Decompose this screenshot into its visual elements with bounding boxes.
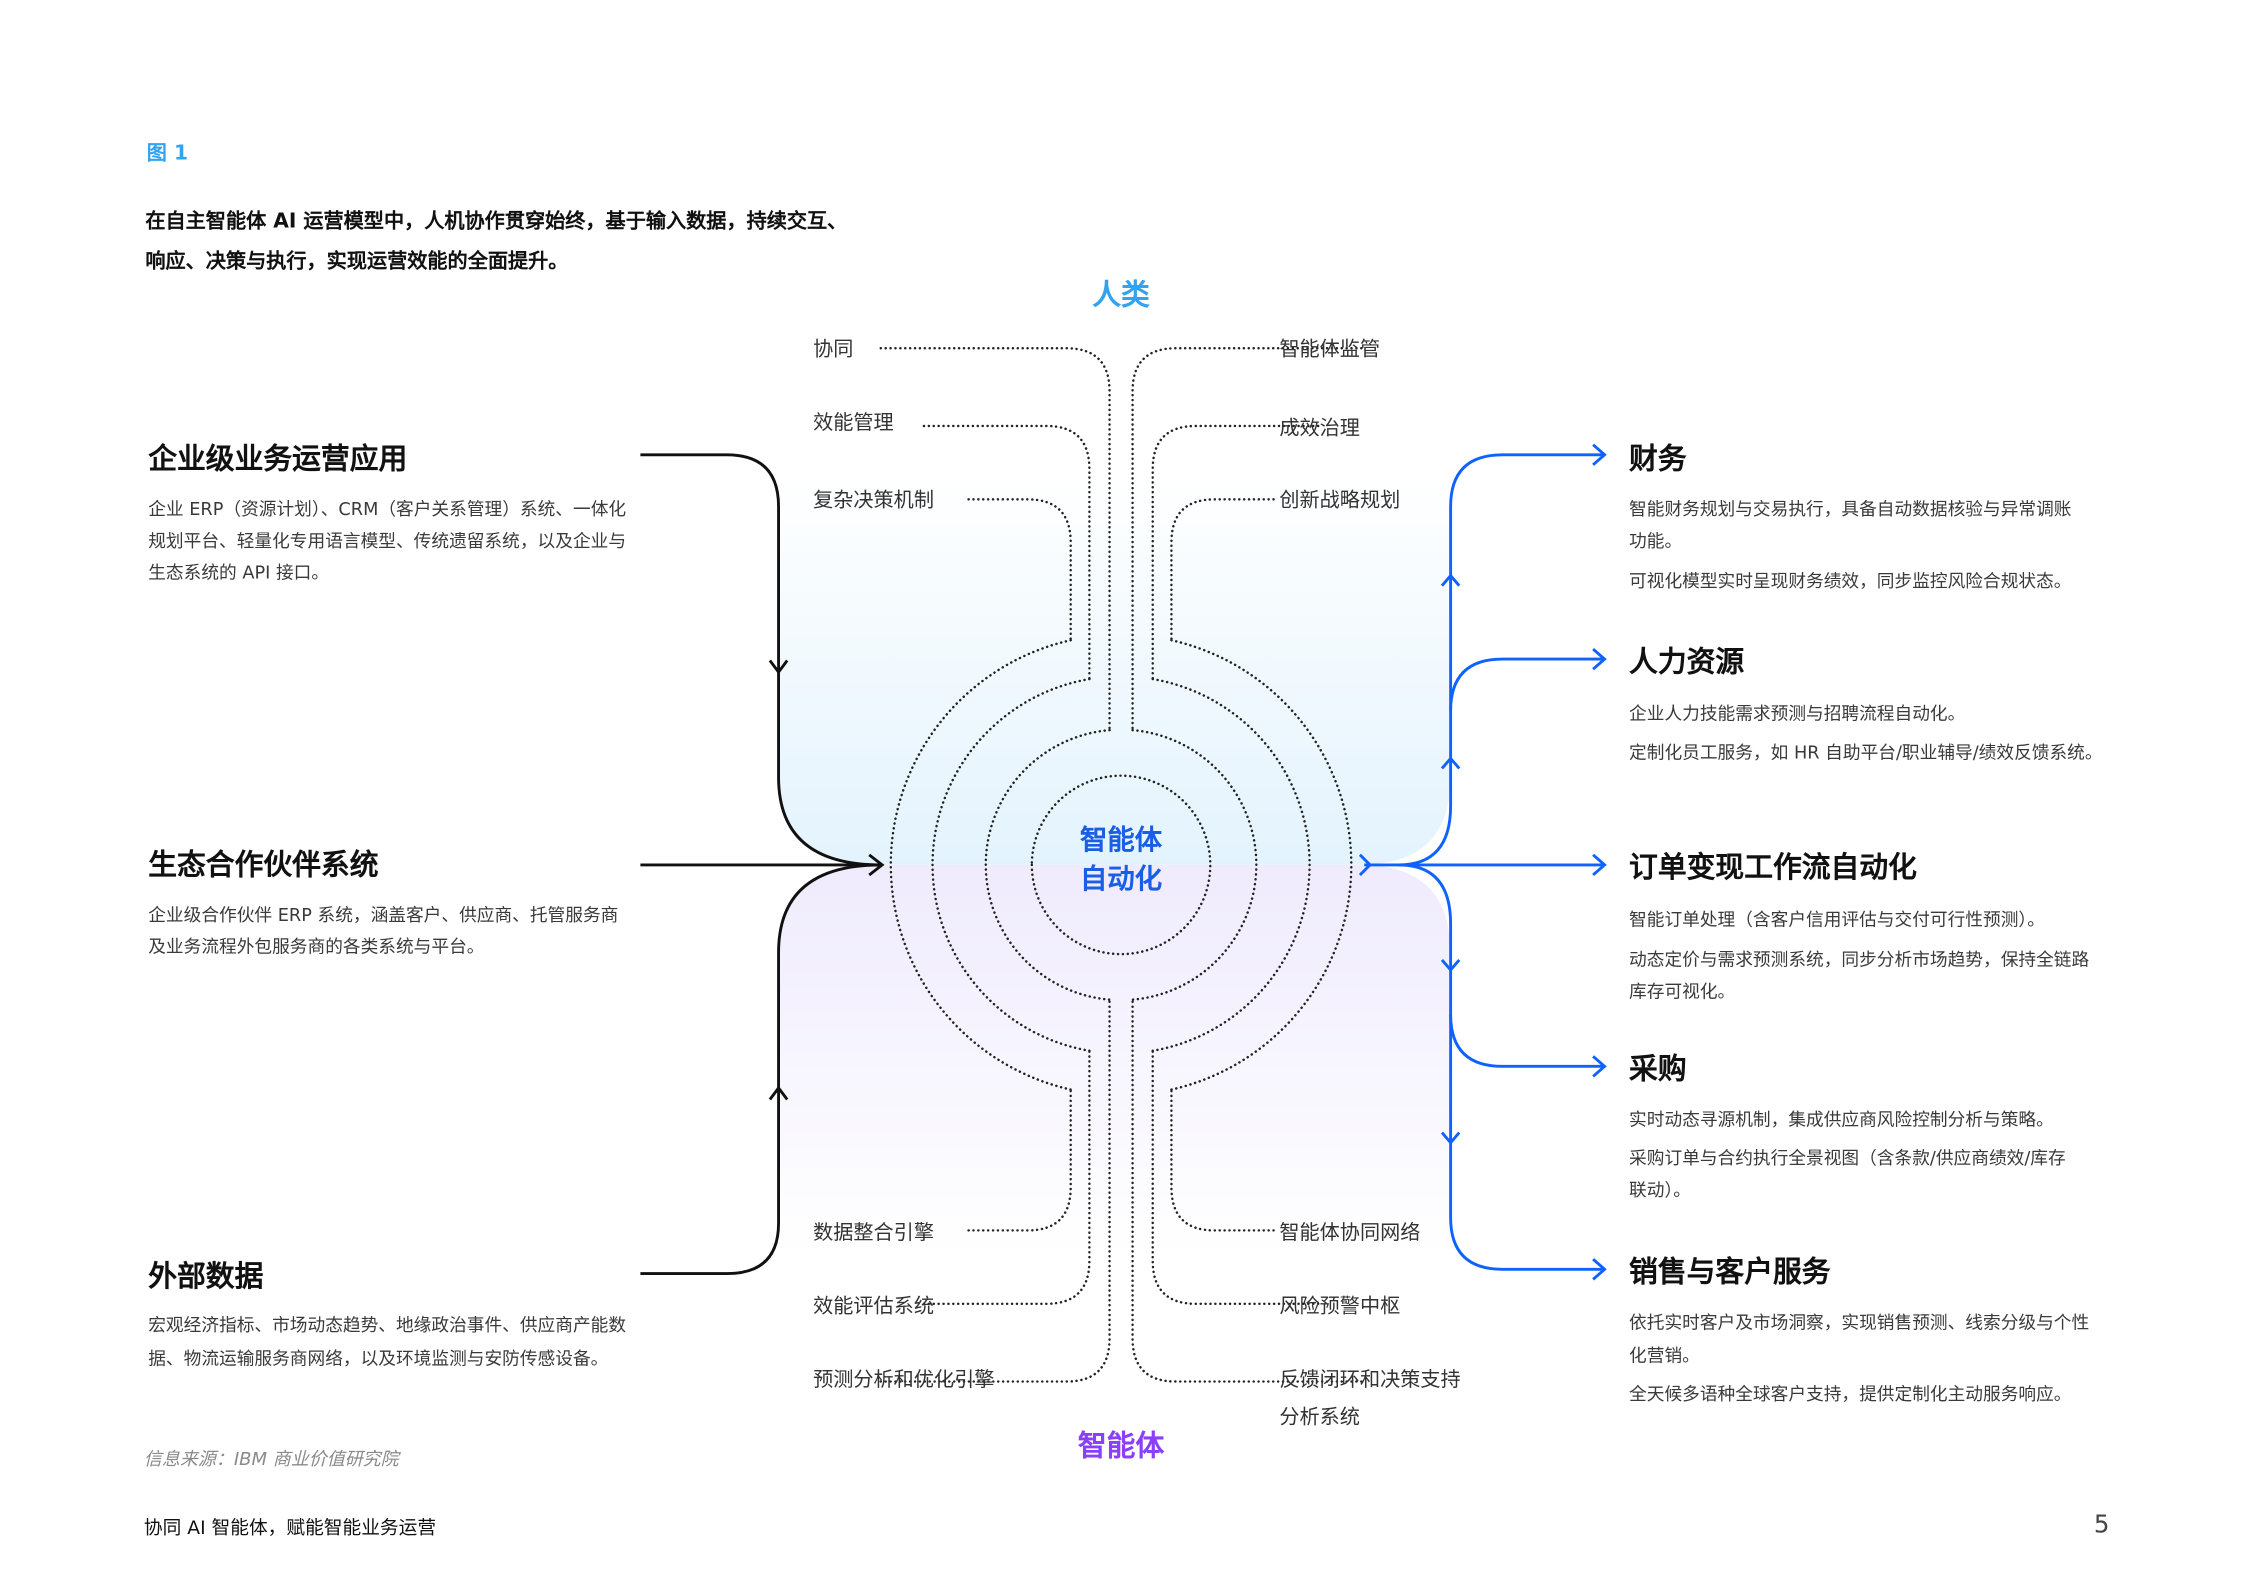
human-connector-line bbox=[1131, 347, 1363, 732]
page-number: 5 bbox=[2093, 1511, 2110, 1540]
output-arrow-finance bbox=[1398, 453, 1605, 867]
output-desc: 实时动态寻源机制，集成供应商风险控制分析与策略。 bbox=[1629, 1109, 2054, 1130]
human-connector-line bbox=[1151, 424, 1320, 681]
source-note: 信息来源：IBM 商业价值研究院 bbox=[143, 1447, 399, 1470]
human-role-label: 创新战略规划 bbox=[1279, 489, 1401, 513]
output-desc: 定制化员工服务，如 HR 自助平台/职业辅导/绩效反馈系统。 bbox=[1629, 742, 2103, 763]
center-line-1: 智能体 bbox=[1080, 824, 1163, 857]
human-role-label: 智能体监管 bbox=[1279, 338, 1381, 362]
agent-connector-line bbox=[1131, 998, 1363, 1383]
input-title-enterprise-apps: 企业级业务运营应用 bbox=[148, 441, 408, 476]
output-desc: 企业人力技能需求预测与招聘流程自动化。 bbox=[1629, 703, 1966, 724]
output-arrow-hr bbox=[1449, 657, 1605, 711]
input-desc: 企业级合作伙伴 ERP 系统，涵盖客户、供应商、托管服务商 bbox=[148, 905, 619, 926]
output-title-sales-service: 销售与客户服务 bbox=[1629, 1254, 1831, 1289]
human-connector-line bbox=[967, 498, 1072, 642]
input-title-external-data: 外部数据 bbox=[148, 1258, 264, 1294]
chevron-down-icon bbox=[768, 659, 789, 675]
output-title-hr: 人力资源 bbox=[1629, 643, 1745, 679]
output-desc: 功能。 bbox=[1629, 531, 1683, 552]
agent-connector-line bbox=[1151, 1049, 1320, 1306]
output-desc: 联动）。 bbox=[1629, 1180, 1692, 1201]
human-role-label: 效能管理 bbox=[813, 411, 894, 435]
output-arrow-procurement bbox=[1449, 1014, 1605, 1068]
agent-role-label: 预测分析和优化引擎 bbox=[813, 1368, 995, 1392]
ring-arc bbox=[1131, 728, 1258, 1001]
output-desc: 全天候多语种全球客户支持，提供定制化主动服务响应。 bbox=[1629, 1384, 2072, 1405]
output-desc: 依托实时客户及市场洞察，实现销售预测、线索分级与个性 bbox=[1629, 1312, 2090, 1333]
center-line-2: 自动化 bbox=[1080, 863, 1163, 896]
footer-title: 协同 AI 智能体，赋能智能业务运营 bbox=[143, 1518, 437, 1540]
agent-role-label: 分析系统 bbox=[1279, 1406, 1360, 1430]
input-desc: 据、物流运输服务商网络，以及环境监测与安防传感设备。 bbox=[148, 1348, 609, 1369]
input-desc: 宏观经济指标、市场动态趋势、地缘政治事件、供应商产能数 bbox=[148, 1315, 627, 1336]
output-desc: 动态定价与需求预测系统，同步分析市场趋势，保持全链路 bbox=[1629, 949, 2090, 970]
caption-line-1: 在自主智能体 AI 运营模型中，人机协作贯穿始终，基于输入数据，持续交互、 bbox=[145, 210, 848, 234]
output-desc: 化营销。 bbox=[1629, 1345, 1700, 1366]
output-title-order-to-cash: 订单变现工作流自动化 bbox=[1629, 849, 1917, 885]
ring-arc bbox=[984, 728, 1111, 1001]
input-arrow-enterprise bbox=[640, 453, 881, 867]
arrowhead-icon bbox=[868, 853, 885, 877]
agent-role-label: 智能体协同网络 bbox=[1279, 1221, 1421, 1245]
input-desc: 生态系统的 API 接口。 bbox=[148, 562, 330, 583]
agent-connector-line bbox=[879, 998, 1111, 1383]
arrow-right-icon bbox=[1592, 443, 1607, 466]
arrow-right-icon bbox=[1592, 647, 1607, 671]
input-desc: 企业 ERP（资源计划）、CRM（客户关系管理）系统、一体化 bbox=[148, 499, 627, 520]
input-title-partner-systems: 生态合作伙伴系统 bbox=[148, 846, 379, 882]
agent-role-label: 效能评估系统 bbox=[813, 1295, 934, 1319]
figure-label: 图 1 bbox=[146, 142, 188, 166]
output-arrow-sales bbox=[1398, 863, 1605, 1271]
agent-label: 智能体 bbox=[1077, 1428, 1165, 1463]
output-desc: 可视化模型实时呈现财务绩效，同步监控风险合规状态。 bbox=[1629, 571, 2072, 592]
output-desc: 智能订单处理（含客户信用评估与交付可行性预测）。 bbox=[1629, 909, 2045, 930]
human-connector-line bbox=[879, 347, 1111, 732]
input-desc: 规划平台、轻量化专用语言模型、传统遗留系统，以及企业与 bbox=[148, 531, 627, 552]
chevron-down-icon bbox=[1440, 1131, 1461, 1145]
agent-role-label: 风险预警中枢 bbox=[1279, 1295, 1401, 1319]
arrow-right-icon bbox=[1592, 853, 1607, 877]
ring-arc bbox=[1151, 677, 1311, 1052]
input-arrow-external bbox=[640, 863, 881, 1276]
human-connector-line bbox=[922, 424, 1091, 681]
human-label: 人类 bbox=[1092, 277, 1150, 312]
inner-circle bbox=[1030, 774, 1212, 956]
output-title-finance: 财务 bbox=[1629, 441, 1687, 476]
ring-arc bbox=[931, 677, 1091, 1052]
human-role-label: 协同 bbox=[813, 338, 854, 362]
input-desc: 及业务流程外包服务商的各类系统与平台。 bbox=[148, 936, 485, 958]
output-desc: 智能财务规划与交易执行，具备自动数据核验与异常调账 bbox=[1629, 499, 2072, 520]
chevron-right-icon bbox=[1358, 853, 1373, 876]
output-desc: 库存可视化。 bbox=[1629, 981, 1736, 1002]
agent-zone-background bbox=[778, 864, 1451, 1255]
arrow-right-icon bbox=[1592, 1055, 1607, 1078]
output-desc: 采购订单与合约执行全景视图（含条款/供应商绩效/库存 bbox=[1629, 1148, 2066, 1169]
agent-role-label: 数据整合引擎 bbox=[813, 1221, 934, 1245]
agent-role-label: 反馈闭环和决策支持 bbox=[1279, 1368, 1461, 1392]
human-connector-line bbox=[1170, 498, 1275, 642]
agent-connector-line bbox=[967, 1088, 1072, 1232]
human-role-label: 成效治理 bbox=[1279, 417, 1360, 441]
chevron-up-icon bbox=[1440, 756, 1461, 770]
human-zone-background bbox=[778, 474, 1451, 865]
agent-connector-line bbox=[1170, 1088, 1275, 1232]
chevron-up-icon bbox=[768, 1085, 789, 1101]
arrow-right-icon bbox=[1592, 1258, 1607, 1281]
chevron-up-icon bbox=[1440, 573, 1461, 587]
agent-connector-line bbox=[922, 1049, 1091, 1306]
caption-line-2: 响应、决策与执行，实现运营效能的全面提升。 bbox=[145, 250, 569, 274]
chevron-down-icon bbox=[1440, 958, 1461, 973]
human-role-label: 复杂决策机制 bbox=[813, 489, 934, 513]
output-title-procurement: 采购 bbox=[1629, 1051, 1687, 1086]
center-label: 智能体 自动化 bbox=[1080, 822, 1162, 900]
